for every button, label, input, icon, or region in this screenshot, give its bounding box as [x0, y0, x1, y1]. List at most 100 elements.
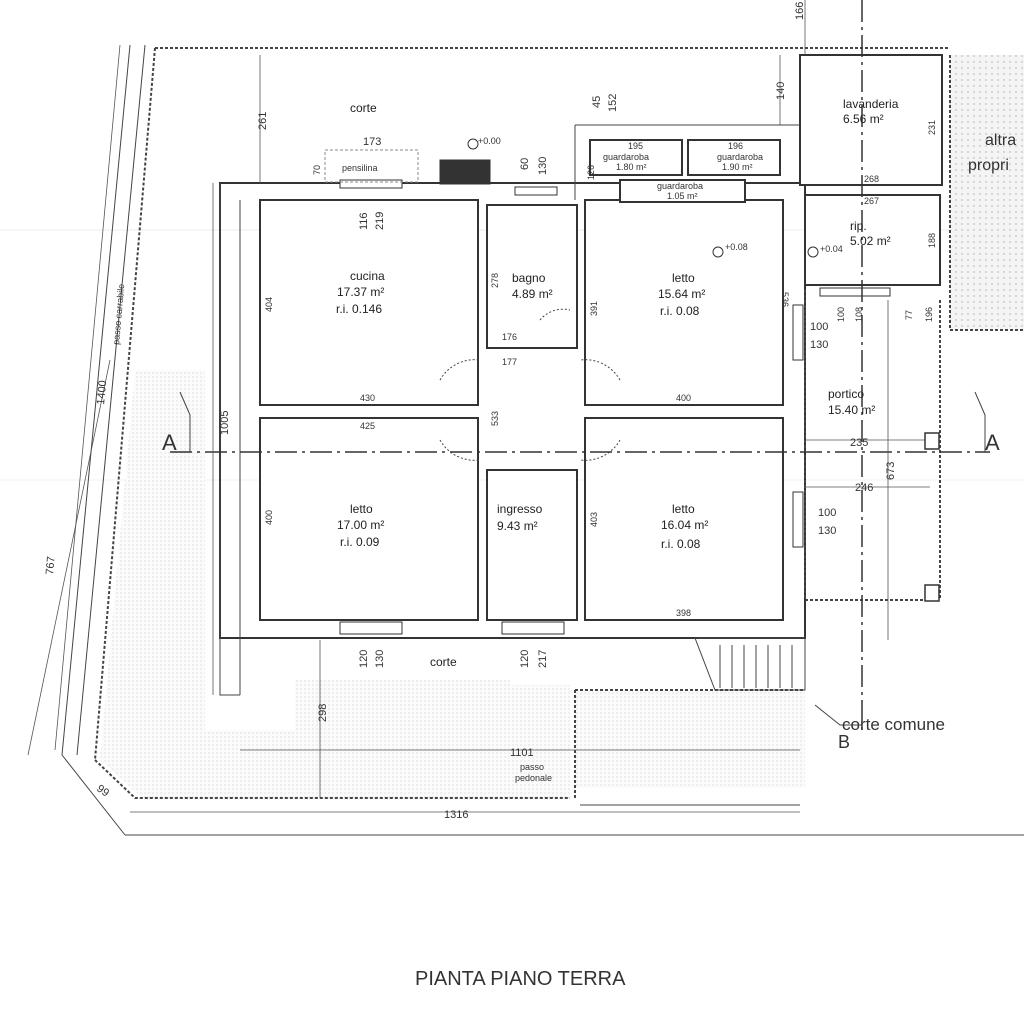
room-letto-sw-area: 17.00 m²: [337, 518, 384, 532]
dim-1101: 1101: [510, 747, 534, 759]
room-letto-sw-ri: r.i. 0.09: [340, 535, 380, 549]
stairs: [694, 637, 806, 691]
label-corte-top: corte: [350, 101, 377, 115]
room-bagno-name: bagno: [512, 271, 546, 285]
dim-403: 403: [589, 512, 599, 527]
dim-404: 404: [264, 297, 274, 312]
label-passo-pedonale-2: pedonale: [515, 773, 552, 783]
room-guardaroba1-area: 1.80 m²: [616, 162, 647, 172]
room-letto-se-area: 16.04 m²: [661, 518, 708, 532]
dim-767: 767: [44, 556, 58, 575]
dim-536: 536: [780, 292, 790, 307]
room-ingresso-area: 9.43 m²: [497, 519, 538, 533]
dim-120a: 120: [358, 650, 370, 668]
dim-188: 188: [927, 233, 937, 248]
dim-391: 391: [589, 301, 599, 316]
label-altra-2: propri: [968, 157, 1009, 174]
dim-100b: 100: [810, 321, 828, 333]
room-letto-ne-area: 15.64 m²: [658, 287, 705, 301]
label-altra-1: altra: [985, 132, 1016, 149]
dim-108: 108: [854, 307, 864, 322]
dim-120b: 120: [519, 650, 531, 668]
room-rip-area: 5.02 m²: [850, 234, 891, 248]
room-letto-ne-ri: r.i. 0.08: [660, 304, 700, 318]
room-rip-name: rip.: [850, 219, 867, 233]
room-cucina-ri: r.i. 0.146: [336, 302, 382, 316]
plan-title: PIANTA PIANO TERRA: [415, 968, 626, 990]
dim-533: 533: [490, 411, 500, 426]
dim-1400: 1400: [95, 380, 109, 405]
section-b: B: [838, 732, 850, 752]
room-guardaroba2-area: 1.90 m²: [722, 162, 753, 172]
room-portico-name: portico: [828, 387, 864, 401]
dim-152: 152: [607, 94, 619, 112]
room-lavanderia-area: 6.56 m²: [843, 112, 884, 126]
dim-99: 99: [94, 783, 111, 800]
dim-268: 268: [864, 174, 879, 184]
property-boundary: [94, 47, 1024, 799]
dim-400b: 400: [264, 510, 274, 525]
dim-116: 116: [358, 212, 370, 230]
dim-235: 235: [850, 437, 868, 449]
room-bagno-area: 4.89 m²: [512, 287, 553, 301]
label-passo-pedonale-1: passo: [520, 762, 544, 772]
room-letto-ne-name: letto: [672, 271, 695, 285]
dim-1005: 1005: [219, 411, 231, 435]
room-guardaroba2-dim: 196: [728, 141, 743, 151]
dim-400a: 400: [676, 393, 691, 403]
label-corte-comune: corte comune: [842, 715, 945, 734]
dim-166: 166: [794, 2, 806, 20]
level-markers: [467, 138, 819, 258]
garden-hatch: [100, 55, 1024, 800]
dim-130c: 130: [818, 525, 836, 537]
label-corte-bottom: corte: [430, 655, 457, 669]
dim-267: 267: [864, 196, 879, 206]
windows: [339, 159, 891, 635]
dim-130b: 130: [810, 339, 828, 351]
dimension-lines: [27, 0, 930, 813]
room-guardaroba1-dim: 195: [628, 141, 643, 151]
room-cucina-area: 17.37 m²: [337, 285, 384, 299]
room-ingresso-name: ingresso: [497, 502, 543, 516]
dim-1316: 1316: [444, 809, 468, 821]
dim-130a: 130: [537, 157, 549, 175]
dim-231: 231: [927, 120, 937, 135]
level-2: +0.04: [820, 244, 843, 254]
dim-430: 430: [360, 393, 375, 403]
dim-196: 196: [924, 307, 934, 322]
room-cucina-name: cucina: [350, 269, 385, 283]
room-portico-area: 15.40 m²: [828, 403, 875, 417]
dim-100a: 100: [836, 307, 846, 322]
room-guardaroba3-area: 1.05 m²: [667, 191, 698, 201]
dim-298: 298: [317, 704, 329, 722]
dim-70: 70: [312, 165, 322, 175]
dim-177: 177: [502, 357, 517, 367]
door-swings: [439, 308, 621, 461]
section-a-right: A: [985, 430, 1000, 455]
label-pensilina: pensilina: [342, 163, 378, 173]
dim-140: 140: [775, 82, 787, 100]
section-a-left: A: [162, 430, 177, 455]
dim-100c: 100: [818, 507, 836, 519]
dim-398: 398: [676, 608, 691, 618]
level-1: +0.08: [725, 242, 748, 252]
dim-246: 246: [855, 482, 873, 494]
dim-673: 673: [885, 462, 897, 480]
dim-261: 261: [257, 112, 269, 130]
section-lines: [170, 0, 990, 735]
dim-126: 126: [586, 165, 596, 180]
room-guardaroba2-name: guardaroba: [717, 152, 763, 162]
dim-60: 60: [519, 158, 531, 170]
level-0: +0.00: [478, 136, 501, 146]
dim-425: 425: [360, 421, 375, 431]
room-guardaroba1-name: guardaroba: [603, 152, 649, 162]
dim-219: 219: [374, 212, 386, 230]
house-walls: [219, 54, 943, 696]
dim-176: 176: [502, 332, 517, 342]
dim-173: 173: [363, 136, 381, 148]
dim-130d: 130: [374, 650, 386, 668]
room-guardaroba3-name: guardaroba: [657, 181, 703, 191]
room-letto-se-name: letto: [672, 502, 695, 516]
dim-77: 77: [904, 310, 914, 320]
label-passo-carrabile: passo carrabile: [111, 284, 126, 346]
